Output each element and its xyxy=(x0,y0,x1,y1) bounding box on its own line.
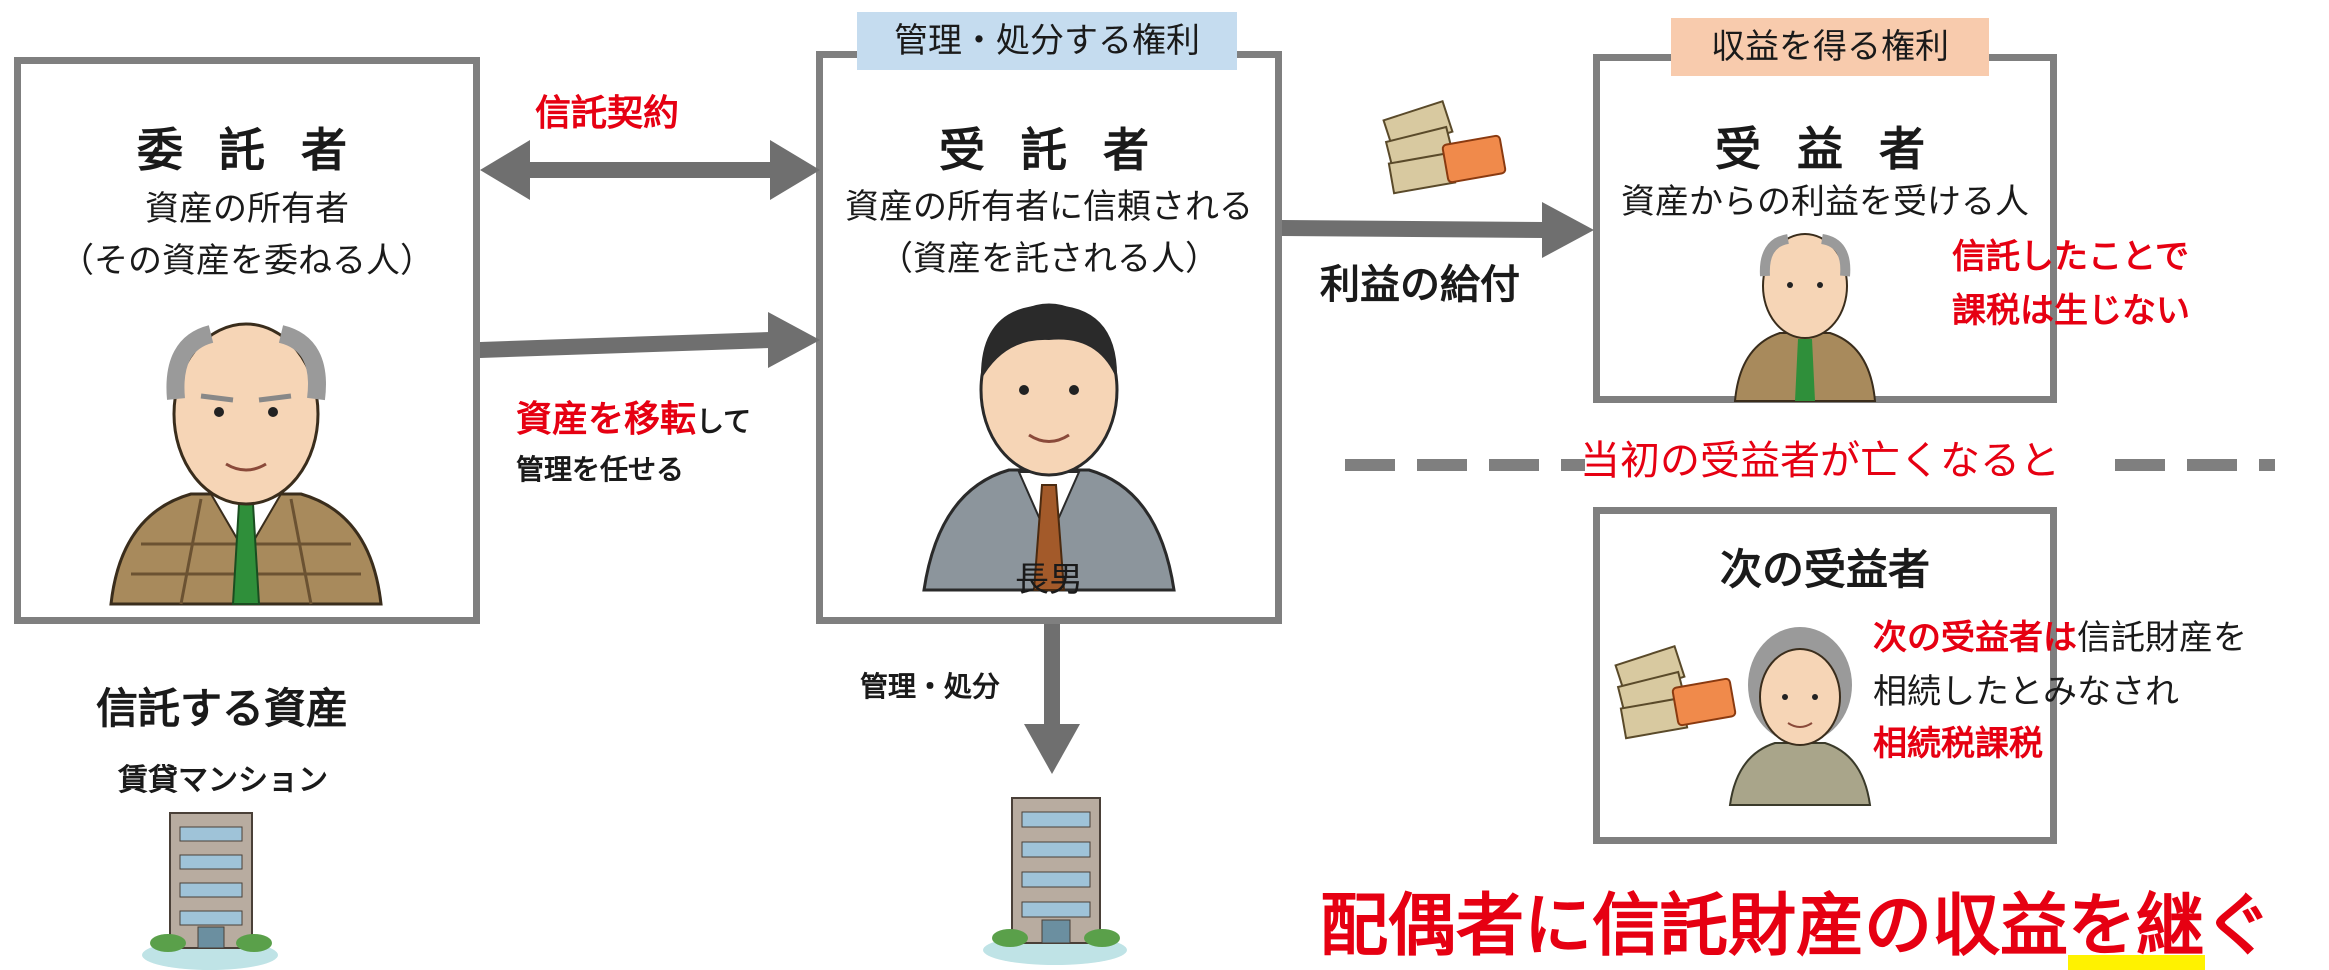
manage-down-arrow xyxy=(1024,624,1080,774)
trustee-name: 長男 xyxy=(1015,560,1083,600)
manage-label: 管理・処分 xyxy=(860,670,1001,703)
elderly-man-illustration xyxy=(109,322,383,606)
settlor-desc-line1: 資産の所有者 xyxy=(145,189,349,229)
divider-text: 当初の受益者が亡くなると xyxy=(1580,438,2060,484)
money-card-icon xyxy=(1614,644,1737,740)
highlight-mark xyxy=(2068,955,2205,970)
beneficiary-title: 受 益 者 xyxy=(1714,122,1936,176)
trustee-box: 受 託 者 資産の所有者に信頼される （資産を託される人） 長男 xyxy=(816,51,1282,624)
benefit-label: 利益の給付 xyxy=(1320,262,1520,308)
asset-title: 信託する資産 xyxy=(96,684,349,733)
contract-label: 信託契約 xyxy=(535,93,680,134)
next-beneficiary-note-line1: 次の受益者は信託財産を xyxy=(1873,610,2247,659)
settlor-title: 委 託 者 xyxy=(136,123,358,177)
beneficiary-box: 受 益 者 資産からの利益を受ける人 信託したことで 課税は生じない xyxy=(1593,54,2190,403)
next-beneficiary-note-rest: 信託財産を xyxy=(2077,618,2247,658)
trustee-right-tag: 管理・処分する権利 xyxy=(857,12,1237,70)
money-card-icon-top xyxy=(1382,99,1507,195)
businessman-illustration xyxy=(922,303,1176,592)
trustee-desc-line1: 資産の所有者に信頼される xyxy=(845,187,1253,227)
beneficiary-man-illustration xyxy=(1733,233,1877,402)
headline: 配偶者に信託財産の収益を継ぐ xyxy=(1320,887,2273,966)
apartment-building-icon-left xyxy=(142,812,278,970)
asset-subtitle: 賃貸マンション xyxy=(118,763,328,798)
trustee-desc-line2: （資産を託される人） xyxy=(879,239,1219,279)
beneficiary-note-line1: 信託したことで xyxy=(1952,237,2189,277)
beneficiary-right-tag: 収益を得る権利 xyxy=(1671,18,1989,76)
next-beneficiary-note-line3: 相続税課税 xyxy=(1873,724,2043,764)
transfer-label-line2: 管理を任せる xyxy=(516,453,685,486)
transfer-label-line1: 資産を移転して xyxy=(516,390,751,442)
trustee-title: 受 託 者 xyxy=(938,123,1160,177)
transfer-label-red: 資産を移転 xyxy=(516,399,697,440)
benefit-arrow xyxy=(1282,202,1594,258)
next-beneficiary-note-red: 次の受益者は xyxy=(1873,618,2077,658)
elderly-woman-illustration xyxy=(1728,627,1872,806)
settlor-box: 委 託 者 資産の所有者 （その資産を委ねる人） xyxy=(14,57,480,624)
beneficiary-note-line2: 課税は生じない xyxy=(1952,291,2190,331)
beneficiary-desc: 資産からの利益を受ける人 xyxy=(1621,182,2029,222)
dashed-divider xyxy=(1345,459,2275,471)
contract-double-arrow xyxy=(480,140,820,200)
transfer-arrow xyxy=(480,312,820,368)
settlor-desc-line2: （その資産を委ねる人） xyxy=(60,241,434,281)
transfer-label-suffix: して xyxy=(696,405,752,438)
apartment-building-icon-center xyxy=(983,797,1127,965)
next-beneficiary-note-line2: 相続したとみなされ xyxy=(1873,672,2179,712)
next-beneficiary-title: 次の受益者 xyxy=(1719,545,1930,594)
